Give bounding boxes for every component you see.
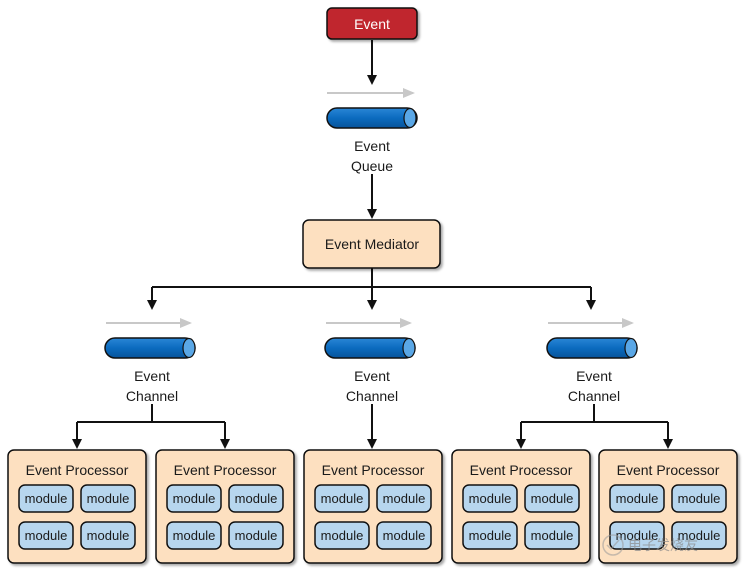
channel-label-line2: Channel bbox=[346, 388, 398, 404]
event-processor-1: Event Processor module module module module bbox=[7, 449, 147, 564]
event-queue-label-line1: Event bbox=[354, 138, 390, 154]
module: module bbox=[18, 484, 74, 513]
processor-title: Event Processor bbox=[617, 462, 720, 478]
event-mediator-label: Event Mediator bbox=[325, 236, 419, 252]
module: module bbox=[671, 484, 727, 513]
module: module bbox=[462, 521, 518, 550]
module-label: module bbox=[235, 491, 278, 506]
module-label: module bbox=[173, 491, 216, 506]
channel-label-line2: Channel bbox=[568, 388, 620, 404]
watermark-logo bbox=[602, 534, 624, 556]
module: module bbox=[314, 484, 370, 513]
module: module bbox=[609, 484, 665, 513]
channel-tube-icon bbox=[324, 337, 416, 359]
event-processor-4: Event Processor module module module module bbox=[451, 449, 591, 564]
channel-tube-icon bbox=[104, 337, 196, 359]
module-label: module bbox=[531, 491, 574, 506]
module-label: module bbox=[321, 491, 364, 506]
module-label: module bbox=[173, 528, 216, 543]
module-label: module bbox=[678, 528, 721, 543]
processor-title: Event Processor bbox=[322, 462, 425, 478]
channel-tube-icon bbox=[546, 337, 638, 359]
module-label: module bbox=[616, 491, 659, 506]
module: module bbox=[80, 484, 136, 513]
module-label: module bbox=[25, 528, 68, 543]
module-label: module bbox=[469, 491, 512, 506]
module-label: module bbox=[321, 528, 364, 543]
channel-label-line2: Channel bbox=[126, 388, 178, 404]
event-queue-label-line2: Queue bbox=[351, 158, 393, 174]
module: module bbox=[228, 521, 284, 550]
module: module bbox=[671, 521, 727, 550]
module-label: module bbox=[383, 528, 426, 543]
channel-label-line1: Event bbox=[354, 368, 390, 384]
event-label: Event bbox=[354, 16, 390, 32]
module: module bbox=[524, 484, 580, 513]
module-label: module bbox=[616, 528, 659, 543]
module: module bbox=[376, 521, 432, 550]
module: module bbox=[166, 484, 222, 513]
module-label: module bbox=[383, 491, 426, 506]
event-processor-2: Event Processor module module module module bbox=[155, 449, 295, 564]
module: module bbox=[166, 521, 222, 550]
module-label: module bbox=[678, 491, 721, 506]
event-processor-3: Event Processor module module module module bbox=[303, 449, 443, 564]
module-label: module bbox=[87, 528, 130, 543]
module-label: module bbox=[235, 528, 278, 543]
channel-label-line1: Event bbox=[576, 368, 612, 384]
event-queue: Event Queue bbox=[326, 88, 418, 174]
connector-lines bbox=[72, 40, 673, 449]
module: module bbox=[80, 521, 136, 550]
event-processor-5: Event Processor module module module module bbox=[598, 449, 738, 564]
event-mediator-node: Event Mediator bbox=[302, 219, 441, 269]
channel-label-line1: Event bbox=[134, 368, 170, 384]
module-label: module bbox=[531, 528, 574, 543]
module: module bbox=[462, 484, 518, 513]
module: module bbox=[314, 521, 370, 550]
module: module bbox=[609, 521, 665, 550]
module-label: module bbox=[25, 491, 68, 506]
module: module bbox=[228, 484, 284, 513]
processor-title: Event Processor bbox=[470, 462, 573, 478]
module: module bbox=[376, 484, 432, 513]
processor-title: Event Processor bbox=[26, 462, 129, 478]
module: module bbox=[18, 521, 74, 550]
module-label: module bbox=[87, 491, 130, 506]
event-node: Event bbox=[326, 7, 418, 40]
processor-title: Event Processor bbox=[174, 462, 277, 478]
module-label: module bbox=[469, 528, 512, 543]
queue-tube-icon bbox=[326, 107, 418, 129]
watermark-text: 电子发烧友 bbox=[628, 538, 698, 554]
module: module bbox=[524, 521, 580, 550]
